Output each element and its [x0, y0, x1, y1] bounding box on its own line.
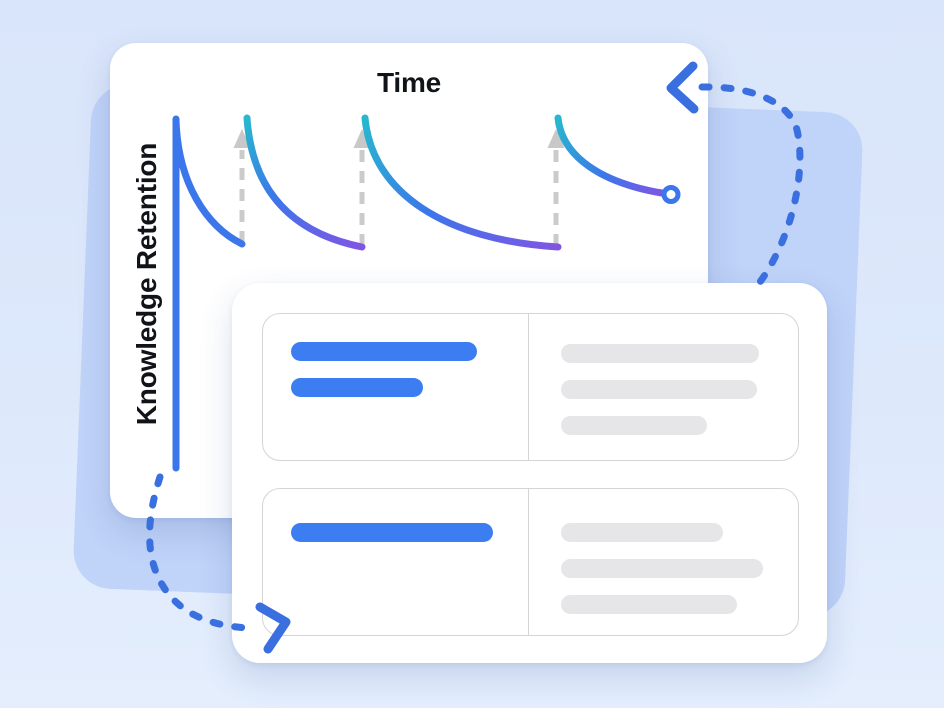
endpoint-ring-icon — [661, 185, 681, 204]
flashcard-row — [262, 313, 799, 461]
flashcards-card — [232, 283, 827, 663]
flashcard-question-cell — [263, 314, 528, 460]
review-boost-arrow-2 — [353, 129, 371, 246]
second-review-curve — [361, 114, 562, 251]
first-review-curve — [243, 114, 366, 251]
review-boost-arrow-1 — [233, 129, 251, 243]
answer-line-bar — [561, 523, 723, 542]
third-review-curve — [554, 114, 666, 197]
initial-learning-curve — [172, 116, 246, 248]
answer-line-bar — [561, 380, 757, 399]
review-boost-arrow-3 — [547, 129, 565, 246]
flashcard-question-cell — [263, 489, 528, 635]
flashcard-answer-cell — [528, 314, 798, 460]
answer-line-bar — [561, 595, 737, 614]
up-arrowhead-icon — [233, 129, 251, 148]
question-line-bar — [291, 342, 477, 361]
up-arrowhead-icon — [547, 129, 565, 148]
answer-line-bar — [561, 416, 707, 435]
question-line-bar — [291, 523, 493, 542]
up-arrowhead-icon — [353, 129, 371, 148]
flashcard-answer-cell — [528, 489, 798, 635]
question-line-bar — [291, 378, 423, 397]
forgetting-curves-plot — [172, 114, 681, 472]
chart-title: Time — [376, 67, 442, 98]
answer-line-bar — [561, 344, 759, 363]
answer-line-bar — [561, 559, 763, 578]
flashcard-row — [262, 488, 799, 636]
